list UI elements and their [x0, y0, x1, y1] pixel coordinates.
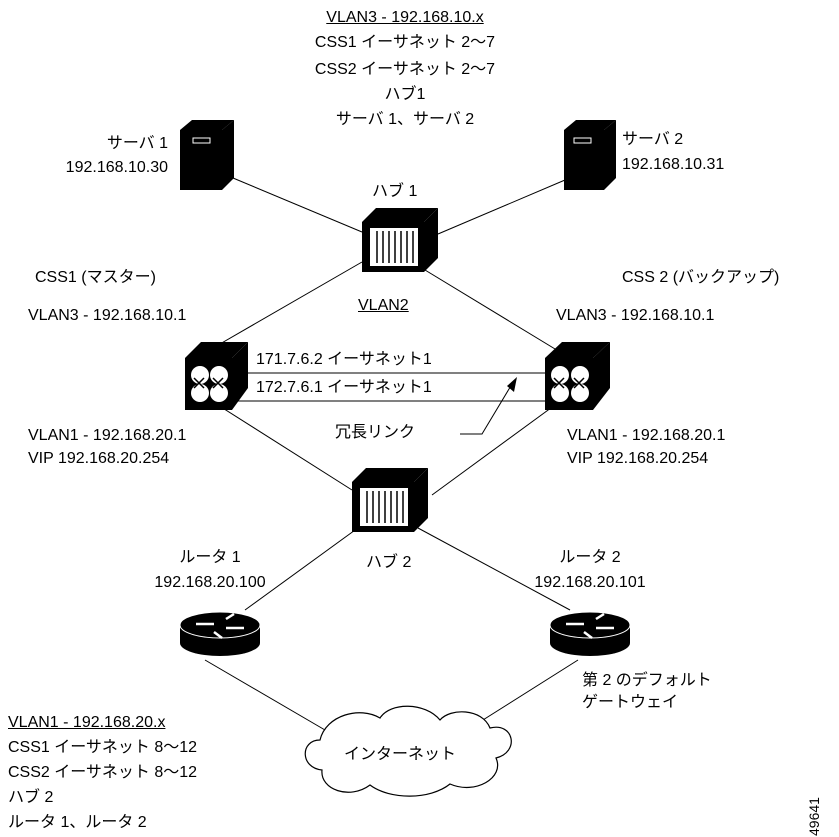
top-legend-title: VLAN3 - 192.168.10.x	[326, 9, 484, 26]
bottom-legend-line: CSS1 イーサネット 8〜12	[8, 739, 198, 756]
top-legend-line: サーバ 1、サーバ 2	[335, 111, 475, 128]
redundant-link-pointer	[460, 383, 513, 435]
css1-name: CSS1 (マスター)	[35, 269, 156, 286]
link-bottom-label: 172.7.6.1 イーサネット1	[256, 379, 432, 396]
css2-vip: VIP 192.168.20.254	[567, 450, 709, 467]
hub1-icon	[362, 208, 438, 272]
css2-vlan3: VLAN3 - 192.168.10.1	[556, 307, 715, 324]
internet-label: インターネット	[344, 746, 457, 763]
css1-vip: VIP 192.168.20.254	[28, 450, 170, 467]
css2-vlan1: VLAN1 - 192.168.20.1	[567, 427, 726, 444]
router1-icon	[179, 611, 261, 656]
link-router1-internet	[204, 659, 326, 731]
css1-icon	[185, 342, 248, 410]
server2-name: サーバ 2	[622, 131, 684, 148]
router2-name: ルータ 2	[559, 549, 621, 566]
server2-icon	[564, 120, 616, 190]
link-hub1-css2	[424, 269, 561, 353]
bottom-legend-line: ルータ 1、ルータ 2	[8, 814, 147, 831]
top-legend-line: CSS1 イーサネット 2〜7	[314, 34, 496, 51]
figure-number: 49641	[806, 797, 822, 836]
router1-name: ルータ 1	[179, 549, 241, 566]
css1-vlan1: VLAN1 - 192.168.20.1	[28, 427, 187, 444]
vlan2-label: VLAN2	[358, 297, 409, 314]
link-server2-hub1	[437, 179, 566, 235]
link-hub2-router1	[244, 524, 363, 611]
internet-cloud-icon	[304, 705, 512, 797]
bottom-legend-line: ハブ 2	[8, 789, 54, 806]
gateway-label-line1: 第 2 のデフォルト	[582, 672, 712, 689]
link-css2-hub2	[431, 404, 556, 496]
top-legend-line: CSS2 イーサネット 2〜7	[314, 61, 496, 78]
router2-icon	[549, 611, 631, 656]
hub2-label: ハブ 2	[366, 554, 412, 571]
css2-name: CSS 2 (バックアップ)	[622, 269, 780, 286]
link-router2-internet	[474, 659, 579, 726]
css2-icon	[545, 342, 610, 410]
gateway-label-line2: ゲートウェイ	[582, 694, 679, 711]
hub2-icon	[352, 468, 428, 532]
link-top-label: 171.7.6.2 イーサネット1	[256, 351, 432, 368]
bottom-legend-title: VLAN1 - 192.168.20.x	[8, 714, 166, 731]
link-css1-hub2	[209, 399, 353, 491]
server1-icon	[180, 120, 234, 190]
server1-name: サーバ 1	[106, 135, 168, 152]
css1-vlan3: VLAN3 - 192.168.10.1	[28, 307, 187, 324]
router2-ip: 192.168.20.101	[534, 574, 646, 591]
redundant-link-arrowhead	[507, 377, 517, 392]
hub1-label: ハブ 1	[372, 183, 418, 200]
router1-ip: 192.168.20.100	[154, 574, 266, 591]
link-server1-hub1	[232, 177, 363, 233]
server2-ip: 192.168.10.31	[622, 156, 725, 173]
bottom-legend-line: CSS2 イーサネット 8〜12	[8, 764, 198, 781]
top-legend-line: ハブ1	[384, 86, 426, 103]
link-hub1-css1	[212, 261, 363, 349]
server1-ip: 192.168.10.30	[65, 159, 168, 176]
link-hub2-router2	[417, 527, 571, 611]
redundant-link-label: 冗長リンク	[335, 424, 416, 441]
